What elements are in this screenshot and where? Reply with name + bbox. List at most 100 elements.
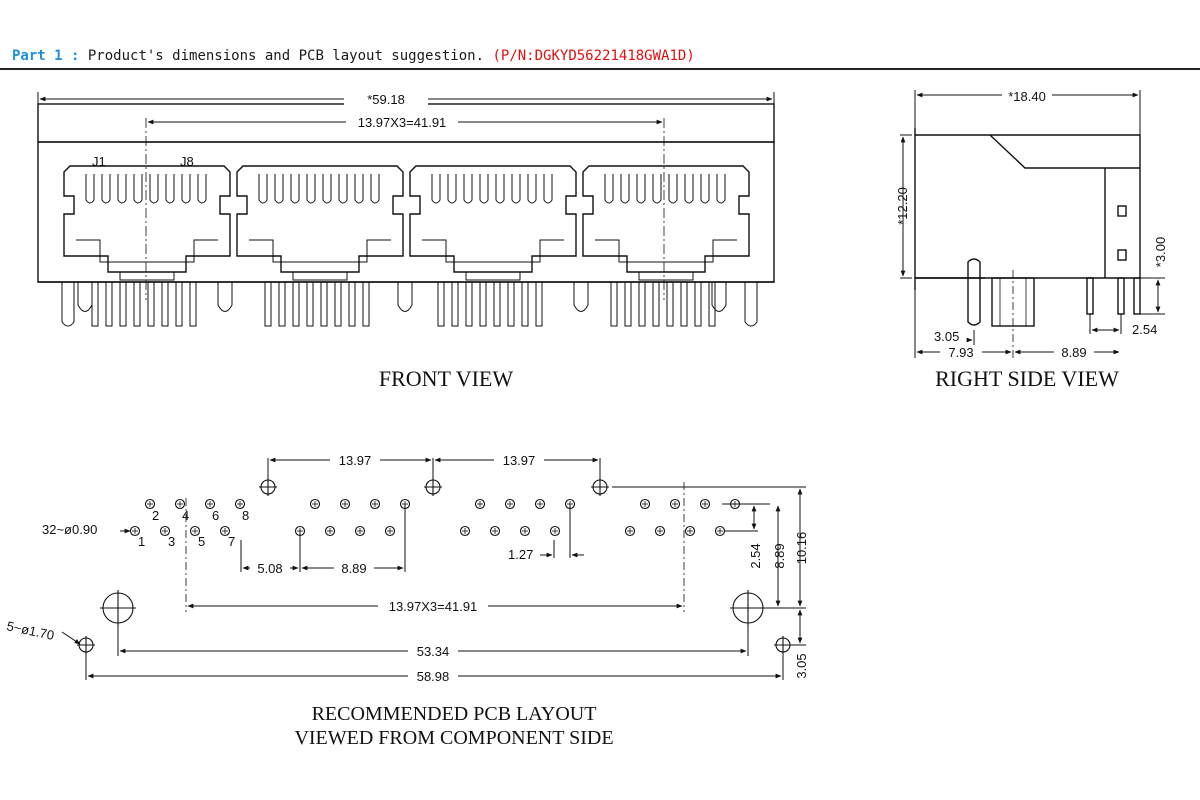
front-pin-12	[306, 282, 314, 327]
port-contact	[716, 174, 726, 204]
shield-hole-left	[77, 636, 95, 654]
port-contact	[668, 174, 678, 204]
hole-ring	[324, 525, 336, 537]
mount-hole-left	[100, 590, 136, 626]
side-pin-c	[1133, 277, 1141, 315]
pin-hole-14	[354, 525, 366, 537]
hole-ring	[534, 498, 546, 510]
side-board-lock	[967, 258, 981, 326]
front-pin-25	[610, 282, 618, 327]
pin-hole-8	[219, 525, 231, 537]
front-pin-4	[133, 282, 141, 327]
pcb-pitch-b: 13.97	[503, 453, 536, 468]
pcb-v-889: 8.89	[772, 543, 787, 568]
front-pin-8	[189, 282, 197, 327]
hole-ring	[174, 498, 186, 510]
pcb-v-254: 2.54	[748, 543, 763, 568]
side-led-bottom	[1117, 249, 1127, 261]
pin-number-5: 5	[198, 534, 205, 549]
port-contact	[165, 174, 175, 204]
pcb-dim-5334: 53.34	[417, 644, 450, 659]
pin-hole-11	[339, 498, 351, 510]
hole-ring	[669, 498, 681, 510]
hole-ring	[459, 525, 471, 537]
post-hole-1	[259, 478, 277, 496]
pin-hole-7	[234, 498, 246, 510]
port-contact	[447, 174, 457, 204]
hole-ring	[519, 525, 531, 537]
port-tab	[638, 271, 694, 281]
side-dim-793: 7.93	[948, 345, 973, 360]
hole-ring	[549, 525, 561, 537]
pin-hole-30	[684, 525, 696, 537]
pin-hole-28	[654, 525, 666, 537]
side-pin-length-dim: *3.00	[1153, 237, 1168, 267]
pin-last-label: J8	[180, 154, 194, 169]
front-pin-26	[624, 282, 632, 327]
rj45-port-1	[63, 165, 231, 281]
front-pin-29	[666, 282, 674, 327]
front-pitch-dim: 13.97X3=41.91	[358, 115, 447, 130]
hole-ring	[189, 525, 201, 537]
right-view-caption: RIGHT SIDE VIEW	[935, 366, 1119, 391]
pin-hole-19	[504, 498, 516, 510]
port-contact	[620, 174, 630, 204]
port-contact	[133, 174, 143, 204]
port-contact	[684, 174, 694, 204]
pin-hole-4	[159, 525, 171, 537]
post-leg-2	[217, 282, 233, 312]
pin-hole-9	[309, 498, 321, 510]
front-pin-5	[147, 282, 155, 327]
pcb-dim-889: 8.89	[341, 561, 366, 576]
front-pin-11	[292, 282, 300, 327]
side-dim-889: 8.89	[1061, 345, 1086, 360]
header-rule	[0, 68, 1200, 70]
pin-hole-22	[519, 525, 531, 537]
port-contact	[370, 174, 380, 204]
port-contact	[495, 174, 505, 204]
pin-hole-29	[699, 498, 711, 510]
port-outline	[582, 165, 750, 273]
pin-number-2: 2	[152, 508, 159, 523]
pin-hole-5	[204, 498, 216, 510]
pin-number-3: 3	[168, 534, 175, 549]
port-contact	[543, 174, 553, 204]
post-leg-5	[711, 282, 727, 312]
hole-ring	[339, 498, 351, 510]
pin-hole-25	[639, 498, 651, 510]
side-pin-b	[1117, 277, 1125, 315]
front-pin-18	[451, 282, 459, 327]
port-inner-recess	[249, 239, 391, 263]
front-pin-32	[708, 282, 716, 327]
post-hole-3	[591, 478, 609, 496]
post-hole-2	[424, 478, 442, 496]
front-view	[37, 92, 775, 327]
hole-ring	[309, 498, 321, 510]
hole-ring	[624, 525, 636, 537]
port-inner-recess	[595, 239, 737, 263]
front-pin-27	[638, 282, 646, 327]
port-contact	[354, 174, 364, 204]
pcb-caption-line1: RECOMMENDED PCB LAYOUT	[312, 703, 597, 725]
front-pin-22	[507, 282, 515, 327]
port-contact	[258, 174, 268, 204]
hole-small-callout: 32~ø0.90	[42, 522, 97, 537]
front-ports	[63, 165, 750, 281]
pcb-caption-line2: VIEWED FROM COMPONENT SIDE	[294, 727, 613, 749]
hole-ring	[639, 498, 651, 510]
front-pin-14	[334, 282, 342, 327]
hole-large-callout: 5~ø1.70	[5, 618, 55, 643]
front-pin-15	[348, 282, 356, 327]
side-body-outline	[914, 134, 1141, 279]
pin-hole-21	[534, 498, 546, 510]
front-pin-24	[535, 282, 543, 327]
hole-ring	[504, 498, 516, 510]
post-leg-3	[397, 282, 413, 312]
port-tab	[292, 271, 348, 281]
front-pin-21	[493, 282, 501, 327]
rj45-port-3	[409, 165, 577, 281]
shield-hole-right	[774, 636, 792, 654]
side-dim-305: 3.05	[934, 329, 959, 344]
side-depth-dim: *18.40	[1008, 89, 1046, 104]
